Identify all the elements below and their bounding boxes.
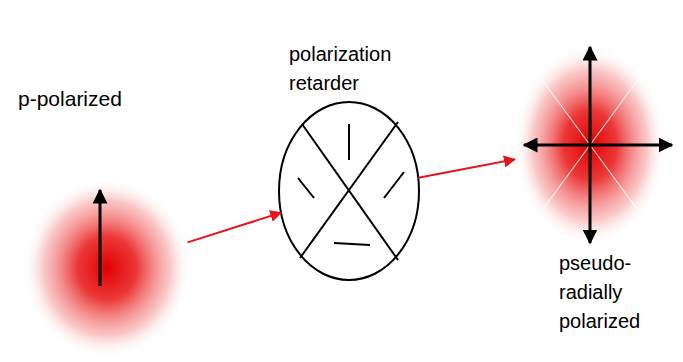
segment-divider: [300, 122, 398, 258]
polarization-arrow: [524, 144, 590, 147]
axis-stroke: [384, 172, 404, 198]
beam-label: p-polarized: [18, 84, 122, 114]
axis-stroke: [348, 124, 350, 160]
polarization-arrow: [590, 144, 672, 147]
polarization-arrow: [589, 145, 592, 243]
axis-stroke: [334, 243, 370, 245]
segment-divider: [302, 124, 398, 260]
output-beam: pseudo- radially polarized: [514, 45, 666, 245]
input-beam: p-polarized: [23, 178, 191, 358]
beam-label: pseudo- radially polarized: [559, 249, 640, 336]
beam-path-arrow: [188, 213, 282, 243]
polarization-arrow: [99, 190, 102, 286]
retarder-plate: polarization retarder: [279, 102, 419, 280]
axis-stroke: [298, 178, 314, 198]
retarder-plate: [279, 102, 419, 280]
polarization-arrow: [589, 47, 592, 145]
input-beam: [23, 178, 191, 358]
beam-label: polarization retarder: [289, 40, 391, 98]
beam-path-arrow: [418, 159, 515, 177]
